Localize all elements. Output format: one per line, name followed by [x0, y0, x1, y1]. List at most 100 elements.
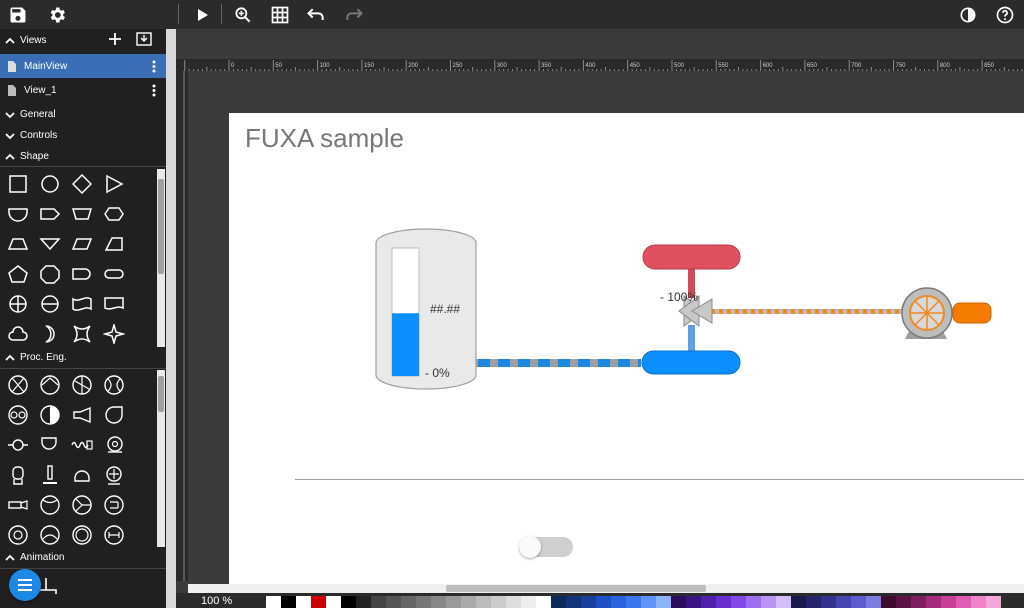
import-icon[interactable] — [136, 32, 152, 49]
more-vert-icon[interactable] — [152, 84, 156, 100]
half-circle-icon[interactable] — [34, 400, 66, 430]
diamond-shape-icon[interactable] — [66, 169, 98, 199]
dome-circle-icon[interactable] — [34, 370, 66, 400]
color-swatch[interactable] — [911, 596, 926, 608]
color-swatch[interactable] — [566, 596, 581, 608]
editor-canvas[interactable]: FUXA sample — [229, 113, 1024, 584]
compressor-icon[interactable] — [98, 490, 130, 520]
color-swatch[interactable] — [491, 596, 506, 608]
settings-icon[interactable] — [45, 3, 69, 27]
views-header[interactable]: Views — [0, 30, 166, 51]
ball-circle-icon[interactable] — [98, 370, 130, 400]
meter-icon[interactable] — [98, 520, 130, 550]
color-swatch[interactable] — [266, 596, 281, 608]
document-shape-icon[interactable] — [98, 289, 130, 319]
color-swatch[interactable] — [986, 596, 1001, 608]
color-swatch[interactable] — [416, 596, 431, 608]
color-swatch[interactable] — [971, 596, 986, 608]
zoom-icon[interactable] — [231, 3, 255, 27]
shape-section[interactable]: Shape — [0, 146, 166, 167]
star-shape-icon[interactable] — [98, 319, 130, 349]
color-swatch[interactable] — [341, 596, 356, 608]
color-swatch[interactable] — [296, 596, 311, 608]
circle-shape-icon[interactable] — [34, 169, 66, 199]
quad-shape-icon[interactable] — [98, 229, 130, 259]
column-icon[interactable] — [34, 460, 66, 490]
color-swatch[interactable] — [476, 596, 491, 608]
color-swatch[interactable] — [716, 596, 731, 608]
rectangle-shape-icon[interactable] — [2, 169, 34, 199]
motor-pump-icon[interactable] — [98, 430, 130, 460]
line-circle-shape-icon[interactable] — [34, 289, 66, 319]
color-swatch[interactable] — [536, 596, 551, 608]
more-vert-icon[interactable] — [152, 60, 156, 76]
trapezoid-shape-icon[interactable] — [2, 229, 34, 259]
color-swatch[interactable] — [866, 596, 881, 608]
color-swatch[interactable] — [461, 596, 476, 608]
wave-shape-icon[interactable] — [66, 289, 98, 319]
spring-icon[interactable] — [66, 430, 98, 460]
color-swatch[interactable] — [626, 596, 641, 608]
redo-icon[interactable] — [342, 3, 366, 27]
mixer-icon[interactable] — [98, 460, 130, 490]
color-swatch[interactable] — [326, 596, 341, 608]
nozzle-icon[interactable] — [2, 490, 34, 520]
color-swatch[interactable] — [686, 596, 701, 608]
gear-circle-icon[interactable] — [2, 520, 34, 550]
pill-shape-icon[interactable] — [98, 259, 130, 289]
color-swatch[interactable] — [746, 596, 761, 608]
view-item-view1[interactable]: View_1 — [0, 78, 166, 102]
arrow-tag-shape-icon[interactable] — [66, 259, 98, 289]
color-swatch[interactable] — [551, 596, 566, 608]
proc-eng-section[interactable]: Proc. Eng. — [0, 347, 166, 368]
centrifugal-pump-icon[interactable] — [34, 430, 66, 460]
orb-icon[interactable] — [66, 520, 98, 550]
dome-tank-icon[interactable] — [66, 460, 98, 490]
animation-item-icon[interactable] — [38, 576, 58, 601]
bowl-shape-icon[interactable] — [66, 199, 98, 229]
octagon-shape-icon[interactable] — [34, 259, 66, 289]
color-swatch[interactable] — [806, 596, 821, 608]
color-swatch[interactable] — [791, 596, 806, 608]
grid-icon[interactable] — [268, 3, 292, 27]
color-swatch[interactable] — [446, 596, 461, 608]
color-swatch[interactable] — [641, 596, 656, 608]
color-swatch[interactable] — [731, 596, 746, 608]
color-swatch[interactable] — [926, 596, 941, 608]
fan-circle-icon[interactable] — [66, 370, 98, 400]
color-swatch[interactable] — [611, 596, 626, 608]
menu-fab-button[interactable] — [9, 569, 41, 601]
add-icon[interactable] — [108, 32, 122, 49]
parallelogram-shape-icon[interactable] — [66, 229, 98, 259]
blower-icon[interactable] — [98, 400, 130, 430]
hexagon-shape-icon[interactable] — [98, 199, 130, 229]
turbine-icon[interactable] — [66, 490, 98, 520]
cloud-shape-icon[interactable] — [2, 319, 34, 349]
color-swatch[interactable] — [401, 596, 416, 608]
play-icon[interactable] — [190, 3, 214, 27]
color-swatch[interactable] — [356, 596, 371, 608]
ring-circle-icon[interactable] — [34, 490, 66, 520]
color-swatch[interactable] — [761, 596, 776, 608]
save-icon[interactable] — [6, 3, 30, 27]
horn-icon[interactable] — [66, 400, 98, 430]
sphere-icon[interactable] — [34, 520, 66, 550]
contrast-icon[interactable] — [956, 3, 980, 27]
color-swatch[interactable] — [881, 596, 896, 608]
toggle-switch[interactable] — [519, 536, 573, 558]
color-swatch[interactable] — [701, 596, 716, 608]
color-swatch[interactable] — [521, 596, 536, 608]
color-swatch[interactable] — [836, 596, 851, 608]
color-swatch[interactable] — [656, 596, 671, 608]
tag-shape-icon[interactable] — [34, 199, 66, 229]
cross-circle-shape-icon[interactable] — [2, 289, 34, 319]
undo-icon[interactable] — [304, 3, 328, 27]
horizontal-scrollbar[interactable] — [188, 584, 1024, 593]
color-swatch[interactable] — [956, 596, 971, 608]
color-swatch[interactable] — [896, 596, 911, 608]
panel-splitter[interactable] — [166, 29, 176, 608]
color-swatch[interactable] — [941, 596, 956, 608]
controls-section[interactable]: Controls — [0, 125, 166, 146]
triangle-shape-icon[interactable] — [98, 169, 130, 199]
animation-section[interactable]: Animation — [0, 547, 166, 568]
